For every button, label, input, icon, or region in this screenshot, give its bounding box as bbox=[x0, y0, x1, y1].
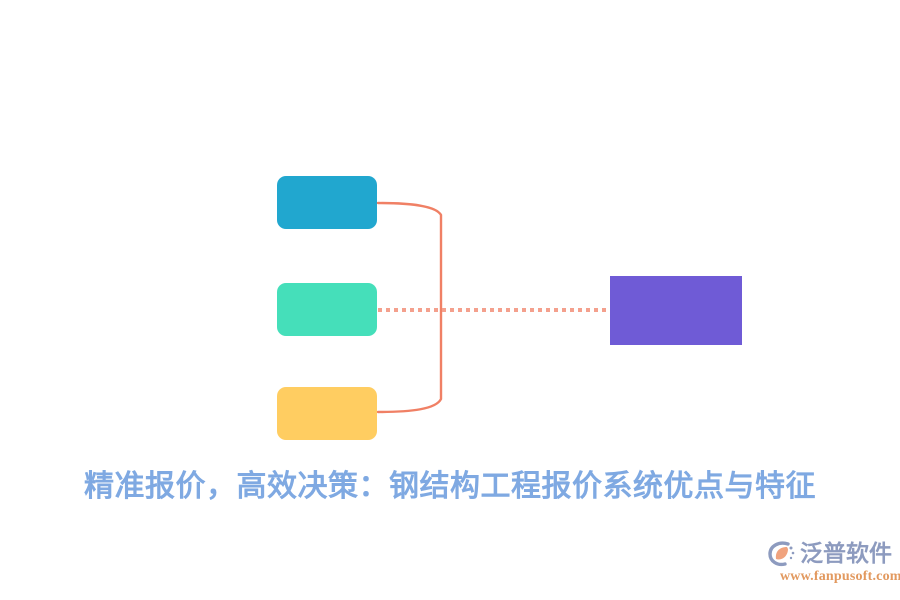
node-yellow[interactable] bbox=[277, 387, 377, 440]
bracket-flow-diagram bbox=[277, 176, 742, 440]
bracket-path bbox=[376, 201, 443, 414]
node-teal[interactable] bbox=[277, 283, 377, 336]
logo-row: 泛普软件 bbox=[766, 536, 892, 570]
fanpu-brand-icon bbox=[768, 541, 795, 567]
connector-lines bbox=[376, 201, 610, 414]
logo-url-text: www.fanpusoft.com bbox=[780, 569, 900, 584]
page-title: 精准报价，高效决策：钢结构工程报价系统优点与特征 bbox=[84, 470, 816, 503]
node-blue[interactable] bbox=[277, 176, 377, 229]
logo-brand-text: 泛普软件 bbox=[800, 540, 892, 566]
node-purple[interactable] bbox=[610, 276, 742, 345]
fanpusoft-logo: 泛普软件 www.fanpusoft.com bbox=[766, 536, 900, 592]
